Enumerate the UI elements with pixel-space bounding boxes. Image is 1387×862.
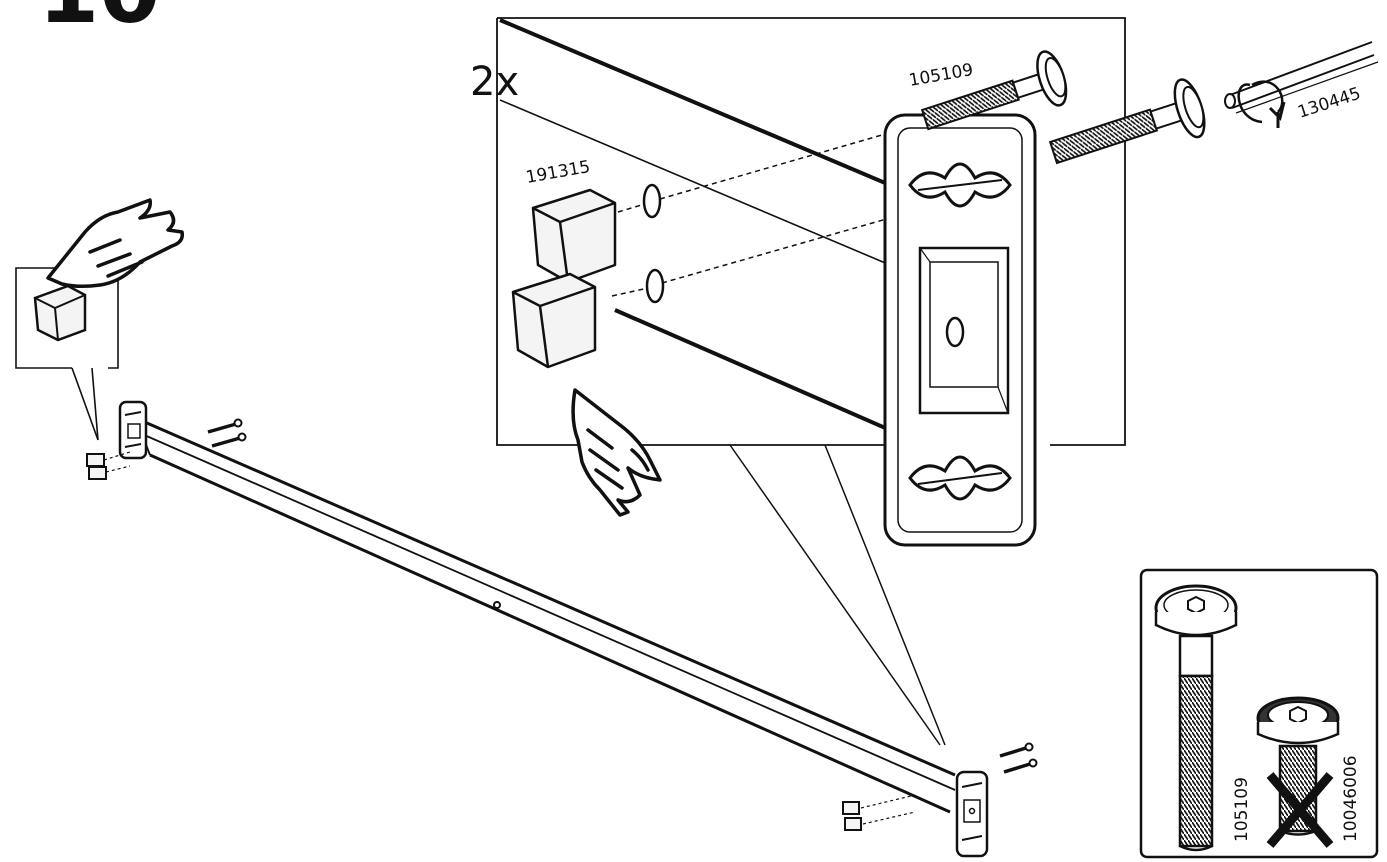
part-label-bolt: 105109 [907,60,974,91]
detail-callout [496,17,1126,746]
quantity-label: 2x [470,59,519,105]
end-cap-part [511,188,617,369]
part-label-hex-key: 130445 [1295,84,1363,123]
bolt-part [920,50,1068,131]
bolt-comparison-box [1139,568,1379,859]
rail-assembly [86,400,1038,858]
bolt-part-second [1048,78,1206,165]
hex-key-part [1224,41,1379,128]
left-callout [15,267,119,441]
comparison-label-wrong: 10046006 [1341,755,1361,842]
part-label-end-cap: 191315 [524,157,591,188]
pressing-hand-icon [571,388,662,517]
pressing-hand-icon-small [46,198,185,289]
step-number: 10 [38,0,160,43]
comparison-label-correct: 105109 [1232,777,1252,842]
